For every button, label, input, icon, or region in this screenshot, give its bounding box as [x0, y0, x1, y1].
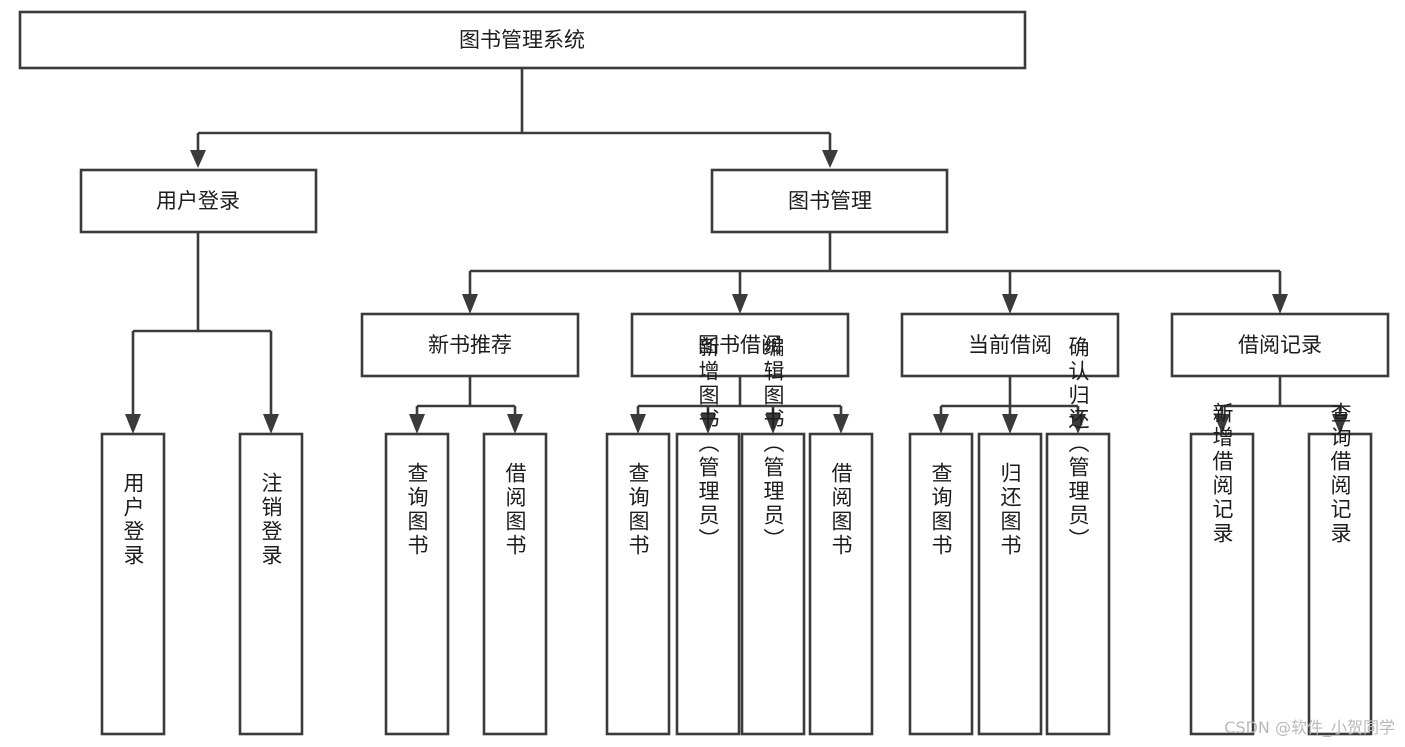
node-new-book-recommend-box: [360, 312, 580, 378]
arrow-borrow-record-leaf2: [1332, 414, 1348, 434]
arrow-to-new-book: [462, 294, 478, 314]
leaf-cb-confirm-return-box: [1045, 432, 1111, 736]
leaf-node[interactable]: 注销登录: [238, 432, 304, 736]
arrow-new-book-leaf2: [507, 414, 523, 434]
node-book-management[interactable]: 图书管理: [710, 168, 949, 234]
arrow-user-login-leaf2: [263, 414, 279, 434]
arrow-to-current-borrow: [1002, 294, 1018, 314]
leaf-node[interactable]: 借阅图书: [808, 432, 874, 736]
node-user-login-label: 用户登录: [156, 189, 240, 213]
arrow-to-borrow-record: [1272, 294, 1288, 314]
leaf-bb-edit-book-label: 编辑图书（管理员）: [761, 336, 785, 552]
leaf-node[interactable]: 查询借阅记录: [1307, 402, 1373, 736]
leaf-node[interactable]: 编辑图书（管理员）: [740, 336, 806, 736]
leaf-cb-confirm-return-label: 确认归还（管理员）: [1066, 336, 1090, 552]
node-current-borrow-label: 当前借阅: [968, 333, 1052, 357]
leaf-nbr-borrow-book-label: 借阅图书: [503, 462, 527, 558]
node-current-borrow-box: [900, 312, 1120, 378]
leaf-bb-query-book-box: [605, 432, 671, 736]
leaf-logout-label: 注销登录: [259, 472, 283, 568]
arrow-current-borrow-leaf3: [1070, 414, 1086, 434]
node-new-book-recommend[interactable]: 新书推荐: [360, 312, 580, 378]
leaf-br-add-record-label: 新增借阅记录: [1210, 402, 1234, 546]
arrow-book-borrow-leaf2: [700, 414, 716, 434]
arrow-to-book-mgmt: [822, 150, 838, 168]
leaf-logout-box: [238, 432, 304, 736]
arrow-current-borrow-leaf2: [1002, 414, 1018, 434]
node-book-management-box: [710, 168, 949, 234]
arrow-current-borrow-leaf1: [933, 414, 949, 434]
leaf-node[interactable]: 查询图书: [605, 432, 671, 736]
leaf-node[interactable]: 确认归还（管理员）: [1045, 336, 1111, 736]
node-borrow-record[interactable]: 借阅记录: [1170, 312, 1390, 378]
node-root[interactable]: 图书管理系统: [18, 10, 1027, 70]
leaf-cb-return-book-box: [977, 432, 1043, 736]
leaf-node[interactable]: 查询图书: [908, 432, 974, 736]
node-new-book-recommend-label: 新书推荐: [428, 333, 512, 357]
arrow-user-login-leaf1: [125, 414, 141, 434]
node-book-management-label: 图书管理: [788, 189, 872, 213]
node-book-borrow-box: [630, 312, 850, 378]
leaf-bb-edit-book-box: [740, 432, 806, 736]
leaf-nbr-query-book-box: [384, 432, 450, 736]
arrow-book-borrow-leaf3: [765, 414, 781, 434]
leaf-node[interactable]: 新增图书（管理员）: [675, 336, 741, 736]
leaf-node[interactable]: 归还图书: [977, 432, 1043, 736]
node-root-label: 图书管理系统: [459, 28, 585, 52]
node-book-borrow-label: 图书借阅: [698, 333, 782, 357]
leaf-node[interactable]: 新增借阅记录: [1189, 402, 1255, 736]
watermark-label: CSDN @软件_小贺同学: [1224, 718, 1395, 738]
leaf-nbr-borrow-book-box: [482, 432, 548, 736]
leaf-cb-query-book-label: 查询图书: [929, 462, 953, 558]
leaf-bb-add-book-label: 新增图书（管理员）: [696, 336, 720, 552]
node-user-login[interactable]: 用户登录: [79, 168, 318, 234]
arrow-borrow-record-leaf1: [1214, 414, 1230, 434]
arrow-to-user-login: [190, 150, 206, 168]
arrow-new-book-leaf1: [409, 414, 425, 434]
leaf-cb-query-book-box: [908, 432, 974, 736]
leaf-br-add-record-box: [1189, 432, 1255, 736]
node-current-borrow[interactable]: 当前借阅: [900, 312, 1120, 378]
leaf-node[interactable]: 借阅图书: [482, 432, 548, 736]
leaf-node[interactable]: 用户登录: [100, 432, 166, 736]
leaf-bb-borrow-book-label: 借阅图书: [829, 462, 853, 558]
node-borrow-record-label: 借阅记录: [1238, 333, 1322, 357]
leaf-node[interactable]: 查询图书: [384, 432, 450, 736]
node-borrow-record-box: [1170, 312, 1390, 378]
leaf-bb-query-book-label: 查询图书: [626, 462, 650, 558]
leaf-bb-add-book-box: [675, 432, 741, 736]
leaf-cb-return-book-label: 归还图书: [998, 462, 1022, 558]
leaf-nbr-query-book-label: 查询图书: [405, 462, 429, 558]
arrow-to-book-borrow: [732, 294, 748, 314]
arrow-book-borrow-leaf4: [833, 414, 849, 434]
node-book-borrow[interactable]: 图书借阅: [630, 312, 850, 378]
leaf-user-login-box: [100, 432, 166, 736]
leaf-br-query-record-box: [1307, 432, 1373, 736]
leaf-user-login-label: 用户登录: [121, 472, 145, 568]
leaf-br-query-record-label: 查询借阅记录: [1328, 402, 1352, 546]
node-root-box: [18, 10, 1027, 70]
leaf-bb-borrow-book-box: [808, 432, 874, 736]
arrow-book-borrow-leaf1: [630, 414, 646, 434]
